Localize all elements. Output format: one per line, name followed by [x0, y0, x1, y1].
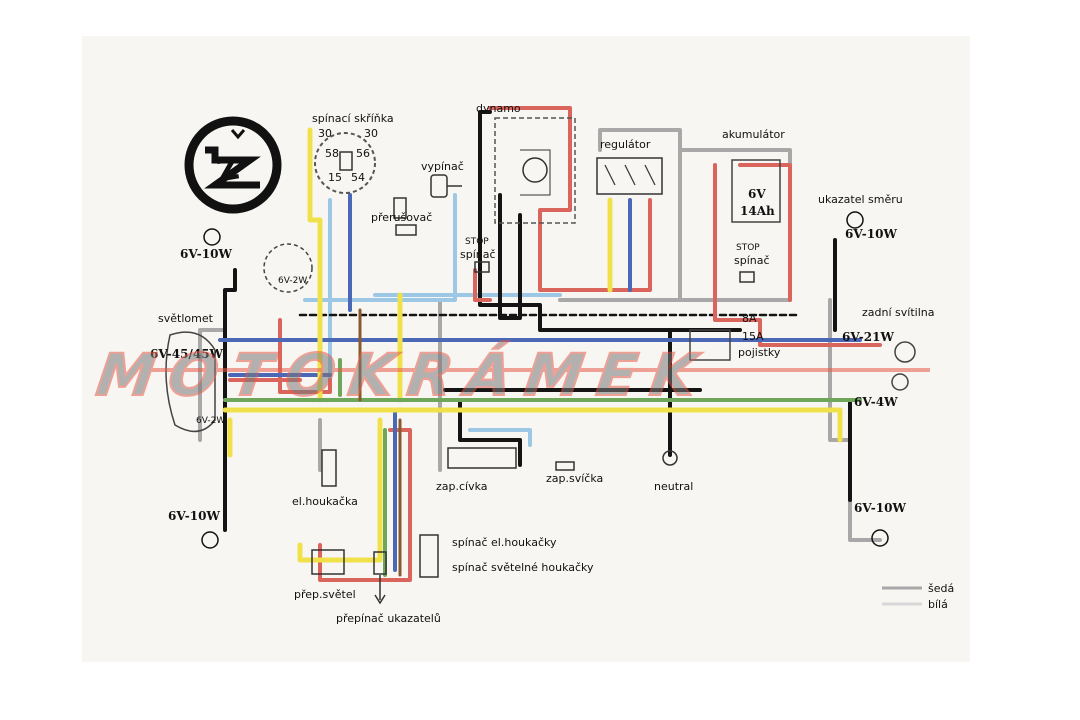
spark-plug-component: zap.svíčka	[546, 461, 603, 485]
lightblue-wires	[303, 193, 562, 447]
front-right-bulb-label: 6V-10W	[845, 227, 897, 241]
light-horn-switch-label: spínač světelné houkačky	[452, 561, 594, 574]
fuse-8a: 8A	[742, 312, 757, 325]
fuse-15a: 15A	[742, 330, 764, 343]
spark-plug-label: zap.svíčka	[546, 472, 603, 485]
coil-label: zap.cívka	[436, 480, 488, 493]
coil-component: zap.cívka	[436, 447, 517, 493]
front-left-bulb-label: 6V-10W	[180, 247, 232, 261]
rear-left-bulb-label: 6V-10W	[168, 509, 220, 523]
neutral-label: neutral	[654, 480, 693, 493]
legend-grey-label: šedá	[928, 582, 954, 595]
cz-logo: Z	[184, 116, 282, 214]
tail-light-label: zadní svítilna	[862, 306, 934, 319]
terminal-30-right: 30	[364, 127, 378, 140]
horn-component: el.houkačka	[292, 449, 358, 508]
stop-switch-1-label: spínač	[460, 248, 496, 261]
rear-right-bulb-label: 6V-10W	[854, 501, 906, 515]
brown-wires	[358, 308, 402, 577]
legend-white-label: bílá	[928, 598, 948, 611]
battery-label: akumulátor	[722, 128, 785, 141]
dynamo-component: dynamo	[476, 102, 576, 224]
switch-component: vypínač	[421, 160, 464, 198]
stop-switch-2-tag: STOP	[736, 243, 760, 253]
terminal-56: 56	[356, 147, 370, 160]
horn-label: el.houkačka	[292, 495, 358, 508]
terminal-58: 58	[325, 147, 339, 160]
neutral-component: neutral	[654, 450, 693, 493]
stop-switch-2-label: spínač	[734, 254, 770, 267]
battery-capacity: 14Ah	[740, 204, 775, 218]
fuses-label: pojistky	[738, 346, 781, 359]
breaker-component: přerušovač	[371, 197, 432, 236]
ignition-switch-label: spínací skříňka	[312, 112, 394, 125]
terminal-15: 15	[328, 171, 342, 184]
watermark-text: MOTOKRÁMEK	[93, 340, 715, 409]
front-right-bulb: 6V-10W	[845, 211, 897, 241]
headlight-component: světlomet 6V-45/45W 6V-2W	[150, 312, 225, 433]
terminal-30-left: 30	[318, 127, 332, 140]
headlight-bulb-label: 6V-45/45W	[150, 347, 224, 361]
tail-light-component: zadní svítilna 6V-21W 6V-4W	[842, 306, 934, 409]
speedo-bulb-label: 6V-2W	[278, 276, 307, 286]
turn-indicator-label: ukazatel směru	[818, 193, 903, 206]
battery-component: akumulátor 6V 14Ah	[722, 128, 785, 223]
color-legend: šedá bílá	[882, 582, 954, 611]
red-wires	[228, 106, 882, 582]
horn-switch-label: spínač el.houkačky	[452, 536, 557, 549]
dynamo-label: dynamo	[476, 102, 521, 115]
breaker-label: přerušovač	[371, 211, 432, 224]
tail-light-bulb-2: 6V-4W	[854, 395, 898, 409]
stop-switch-1: STOP spínač	[460, 237, 496, 273]
stop-switch-1-tag: STOP	[465, 237, 489, 247]
regulator-component: regulátor	[596, 138, 663, 195]
handlebar-switches: spínač el.houkačky spínač světelné houka…	[294, 534, 594, 625]
switch-label: vypínač	[421, 160, 464, 173]
indicator-switch-label: přepínač ukazatelů	[336, 612, 441, 625]
rear-right-bulb: 6V-10W	[854, 501, 906, 547]
fuses-component: 8A 15A pojistky	[689, 312, 781, 361]
front-left-bulb: 6V-10W	[180, 228, 232, 261]
light-switch-label: přep.světel	[294, 588, 356, 601]
headlight-label: světlomet	[158, 312, 214, 325]
black-wires	[223, 110, 852, 532]
rear-left-bulb: 6V-10W	[168, 509, 220, 549]
yellow-wires	[222, 127, 843, 563]
battery-voltage: 6V	[748, 187, 766, 201]
green-wires	[223, 358, 862, 577]
terminal-54: 54	[351, 171, 365, 184]
headlight-parking-bulb-label: 6V-2W	[196, 416, 225, 426]
ignition-switch: spínací skříňka 30 30 58 56 15 54	[312, 112, 394, 194]
speedo-bulb: 6V-2W	[263, 243, 313, 293]
blue-wires	[218, 193, 862, 572]
regulator-label: regulátor	[600, 138, 651, 151]
tail-light-bulb-1: 6V-21W	[842, 330, 894, 344]
watermark: MOTOKRÁMEK	[92, 339, 930, 410]
wire-harness	[198, 106, 882, 582]
stop-switch-2: STOP spínač	[734, 243, 770, 283]
